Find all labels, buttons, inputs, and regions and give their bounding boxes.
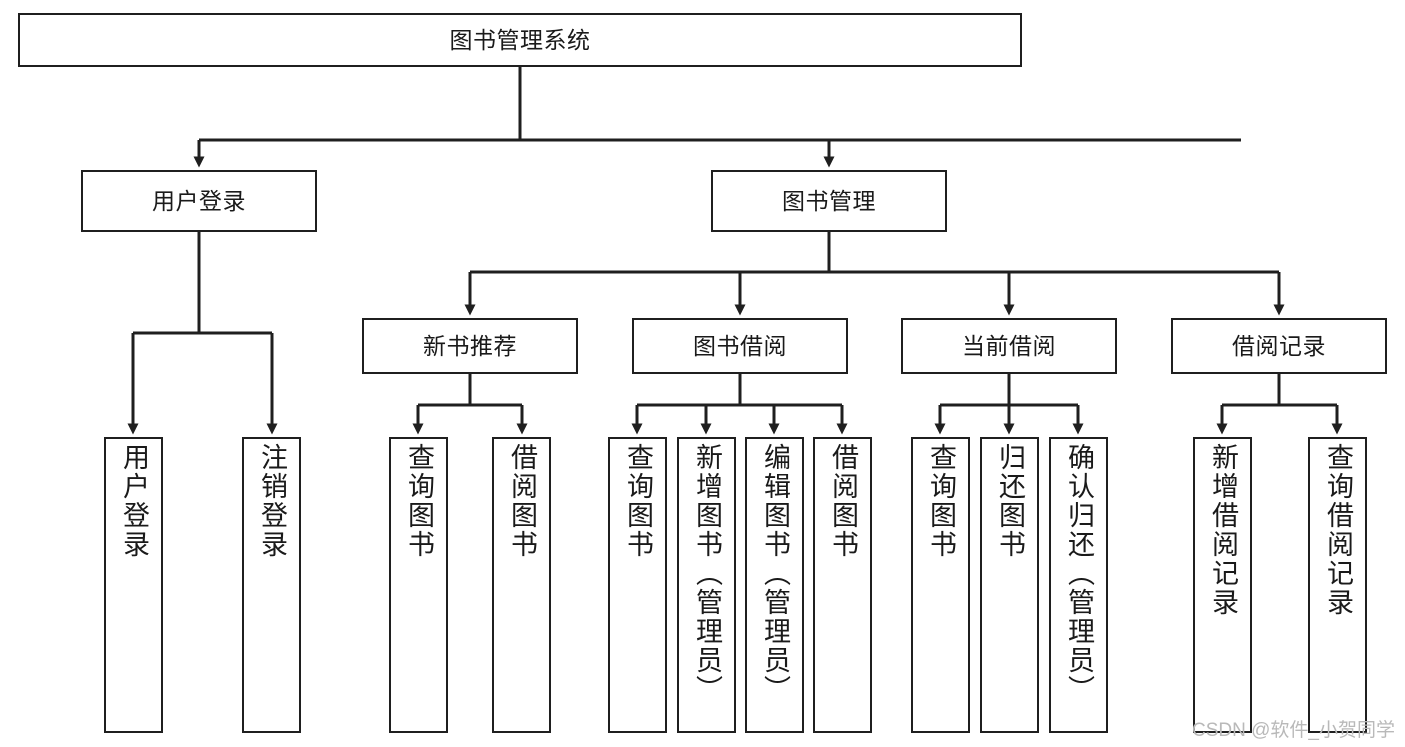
node-label: 新增图书（管理员） [692, 443, 722, 704]
leaf-recommend-borrow-book[interactable]: 借阅图书 [492, 437, 551, 733]
node-label: 图书借阅 [693, 332, 787, 359]
leaf-borrow-edit-book-admin[interactable]: 编辑图书（管理员） [745, 437, 804, 733]
leaf-current-return-book[interactable]: 归还图书 [980, 437, 1039, 733]
node-label: 查询图书 [404, 443, 434, 559]
csdn-watermark: CSDN @软件_小贺同学 [1192, 720, 1395, 741]
node-book-management[interactable]: 图书管理 [711, 170, 947, 232]
node-borrow-record[interactable]: 借阅记录 [1171, 318, 1387, 374]
leaf-current-query-book[interactable]: 查询图书 [911, 437, 970, 733]
leaf-borrow-borrow-book[interactable]: 借阅图书 [813, 437, 872, 733]
leaf-record-add-borrow-record[interactable]: 新增借阅记录 [1193, 437, 1252, 733]
node-label: 用户登录 [119, 443, 149, 559]
leaf-record-query-borrow-record[interactable]: 查询借阅记录 [1308, 437, 1367, 733]
node-new-book-recommend[interactable]: 新书推荐 [362, 318, 578, 374]
node-label: 归还图书 [995, 443, 1025, 559]
node-root-library-system[interactable]: 图书管理系统 [18, 13, 1022, 67]
node-label: 查询借阅记录 [1323, 443, 1353, 617]
node-label: 新书推荐 [423, 332, 517, 359]
node-current-borrow[interactable]: 当前借阅 [901, 318, 1117, 374]
node-label: 借阅图书 [828, 443, 858, 559]
node-label: 借阅记录 [1232, 332, 1326, 359]
node-book-borrow[interactable]: 图书借阅 [632, 318, 848, 374]
node-label: 用户登录 [152, 187, 246, 214]
node-label: 图书管理系统 [449, 26, 591, 53]
node-user-login[interactable]: 用户登录 [81, 170, 317, 232]
leaf-user-login-signout[interactable]: 注销登录 [242, 437, 301, 733]
leaf-user-login-signin[interactable]: 用户登录 [104, 437, 163, 733]
leaf-borrow-add-book-admin[interactable]: 新增图书（管理员） [677, 437, 736, 733]
node-label: 编辑图书（管理员） [760, 443, 790, 704]
node-label: 借阅图书 [507, 443, 537, 559]
node-label: 查询图书 [926, 443, 956, 559]
leaf-borrow-query-book[interactable]: 查询图书 [608, 437, 667, 733]
node-label: 当前借阅 [962, 332, 1056, 359]
node-label: 确认归还（管理员） [1064, 443, 1094, 704]
node-label: 图书管理 [782, 187, 876, 214]
node-label: 查询图书 [623, 443, 653, 559]
leaf-current-confirm-return-admin[interactable]: 确认归还（管理员） [1049, 437, 1108, 733]
node-label: 新增借阅记录 [1208, 443, 1238, 617]
leaf-recommend-query-book[interactable]: 查询图书 [389, 437, 448, 733]
node-label: 注销登录 [257, 443, 287, 559]
